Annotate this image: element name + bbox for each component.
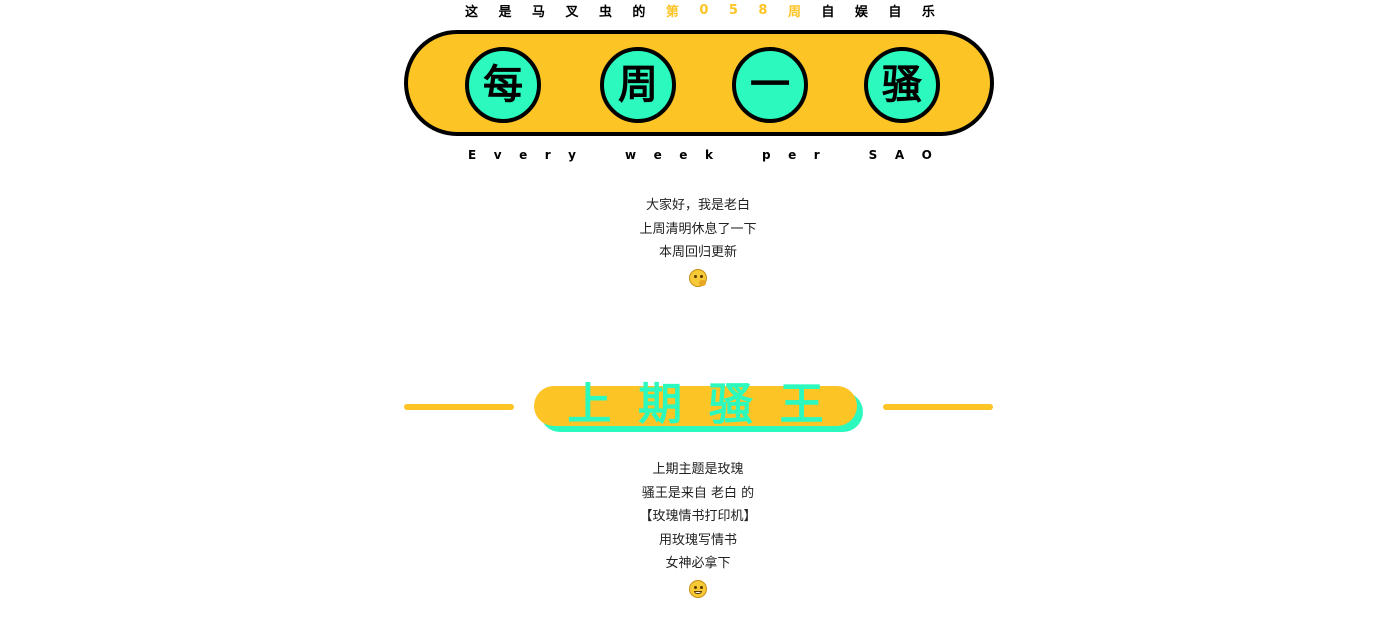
- title-char-circle: 骚: [864, 47, 940, 123]
- recap-text-block: 上期主题是玫瑰 骚王是来自 老白 的 【玫瑰情书打印机】 用玫瑰写情书 女神必拿…: [500, 458, 896, 599]
- section-divider-right: [883, 404, 993, 410]
- section-title-char: 骚: [708, 379, 753, 430]
- tagline-char: 乐: [921, 4, 935, 20]
- intro-emoji-line: [500, 265, 896, 289]
- tagline-char: 叉: [565, 4, 579, 20]
- intro-text-block: 大家好，我是老白 上周清明休息了一下 本周回归更新: [500, 194, 896, 288]
- subtitle-letter: v: [493, 148, 502, 162]
- subtitle-letter: p: [761, 148, 771, 162]
- tagline-char: 8: [758, 2, 768, 18]
- tagline-char: 是: [498, 4, 512, 20]
- tagline-char: 娱: [854, 4, 868, 20]
- title-char-circle: 周: [600, 47, 676, 123]
- recap-line: 骚王是来自 老白 的: [641, 485, 755, 501]
- subtitle-letter: k: [704, 148, 713, 162]
- title-banner: 每 周 一 骚: [404, 30, 994, 136]
- tagline-char: 马: [531, 4, 545, 20]
- tagline-char: 5: [728, 2, 738, 18]
- subtitle-letter: e: [519, 148, 528, 162]
- tagline-char: 虫: [598, 4, 612, 20]
- recap-line: 上期主题是玫瑰: [652, 462, 744, 477]
- grinning-face-emoji-icon: [689, 579, 707, 598]
- subtitle-letter: e: [653, 148, 662, 162]
- title-char-circle: 每: [465, 47, 541, 123]
- badge-face: [534, 386, 857, 426]
- subtitle-letter: S: [868, 148, 878, 162]
- recap-line: 女神必拿下: [665, 556, 731, 571]
- subtitle-letter: r: [813, 148, 820, 162]
- subtitle-letter: r: [544, 148, 551, 162]
- subtitle-letter: y: [568, 148, 576, 162]
- tagline-char: 自: [888, 4, 902, 20]
- intro-line: 本周回归更新: [658, 245, 737, 260]
- section-title-badge: 上 期 骚 王: [534, 379, 863, 432]
- tagline-char: 第: [665, 4, 679, 20]
- subtitle-letter: e: [679, 148, 688, 162]
- section-divider-left: [404, 404, 514, 410]
- recap-emoji-line: [500, 576, 896, 600]
- recap-line: 【玫瑰情书打印机】: [639, 509, 757, 524]
- top-tagline: 这 是 马 叉 虫 的 第 0 5 8 周 自 娱 自 乐: [465, 0, 935, 20]
- recap-line: 用玫瑰写情书: [658, 532, 737, 548]
- subtitle-letter: O: [921, 148, 932, 162]
- subtitle-letter: w: [625, 148, 637, 162]
- section-title-char: 期: [638, 379, 683, 430]
- subtitle-letter: E: [468, 148, 477, 162]
- thinking-face-emoji-icon: [689, 268, 707, 287]
- title-char-circle: 一: [732, 47, 808, 123]
- section-title-char: 王: [779, 379, 824, 430]
- tagline-char: 的: [632, 4, 646, 20]
- tagline-char: 这: [465, 4, 479, 20]
- subtitle-letter: e: [788, 148, 797, 162]
- section-title: 上 期 骚 王: [534, 372, 857, 430]
- subtitle-letter: A: [894, 148, 905, 162]
- intro-line: 大家好，我是老白: [645, 198, 750, 213]
- tagline-char: 0: [699, 2, 709, 18]
- tagline-char: 周: [787, 4, 801, 20]
- intro-line: 上周清明休息了一下: [639, 221, 757, 237]
- section-title-char: 上: [567, 379, 612, 430]
- tagline-char: 自: [821, 4, 835, 20]
